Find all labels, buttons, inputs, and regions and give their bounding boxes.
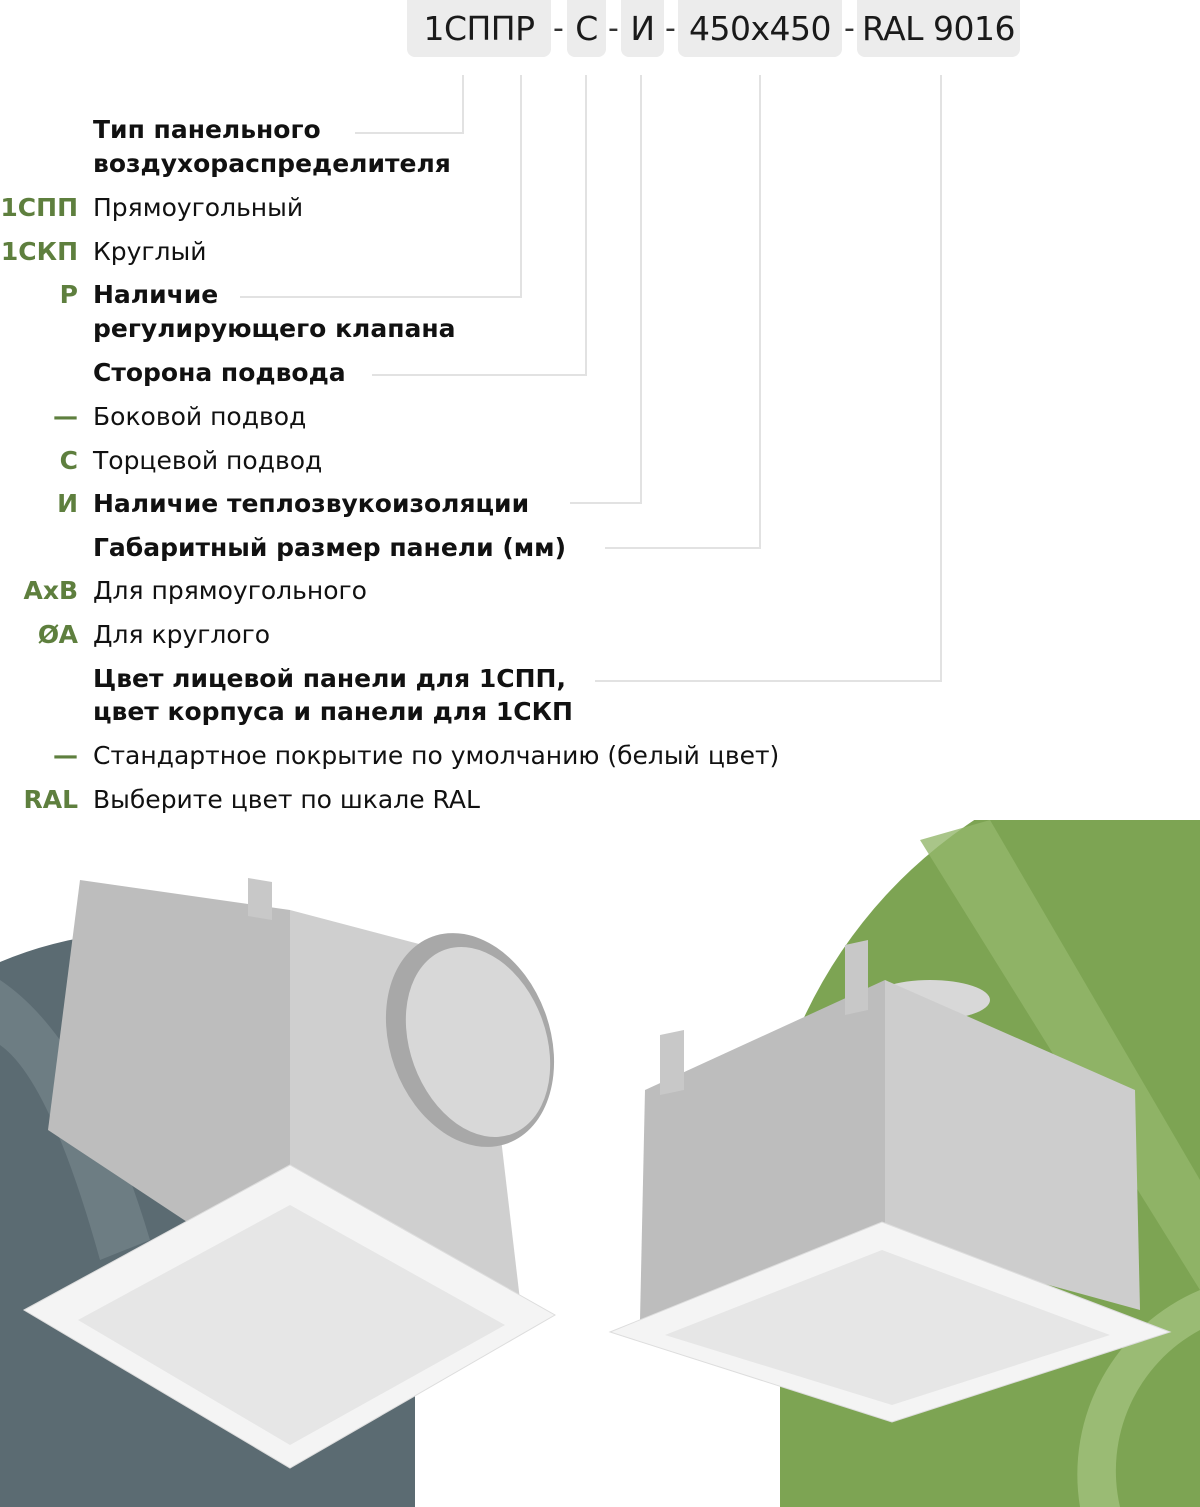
product-end-inlet bbox=[608, 940, 1172, 1423]
legend-row: RAL Выберите цвет по шкале RAL bbox=[0, 783, 1200, 817]
legend-row: — Боковой подвод bbox=[0, 400, 1200, 434]
separator: - bbox=[844, 11, 855, 46]
option-description: Боковой подвод bbox=[93, 402, 307, 431]
legend-row: С Торцевой подвод bbox=[0, 444, 1200, 478]
section-heading: Габаритный размер панели (мм) bbox=[93, 533, 567, 562]
option-code: С bbox=[59, 446, 78, 475]
legend-row: цвет корпуса и панели для 1СКП bbox=[0, 695, 1200, 729]
code-part-size: 450x450 bbox=[678, 0, 842, 57]
legend-row: регулирующего клапана bbox=[0, 312, 1200, 346]
option-code: 1СКП bbox=[0, 237, 78, 266]
separator: - bbox=[665, 11, 676, 46]
code-part-insulation: И bbox=[621, 0, 664, 57]
separator: - bbox=[553, 11, 564, 46]
legend-row: Сторона подвода bbox=[0, 356, 1200, 390]
option-description: Круглый bbox=[93, 237, 207, 266]
legend-row: 1СКП Круглый bbox=[0, 235, 1200, 269]
product-illustration bbox=[0, 820, 1200, 1507]
section-heading: регулирующего клапана bbox=[93, 314, 456, 343]
legend-row: ØA Для круглого bbox=[0, 618, 1200, 652]
legend-row: воздухораспределителя bbox=[0, 147, 1200, 181]
legend-row: И Наличие теплозвукоизоляции bbox=[0, 487, 1200, 521]
option-description: Стандартное покрытие по умолчанию (белый… bbox=[93, 741, 780, 770]
option-code: RAL bbox=[23, 785, 78, 814]
legend-row: — Стандартное покрытие по умолчанию (белы… bbox=[0, 739, 1200, 773]
section-heading: цвет корпуса и панели для 1СКП bbox=[93, 697, 573, 726]
separator: - bbox=[608, 11, 619, 46]
code-part-color: RAL 9016 bbox=[857, 0, 1020, 57]
code-part-type: 1СППР bbox=[407, 0, 551, 57]
option-code: AxB bbox=[23, 576, 78, 605]
section-heading: Наличие bbox=[93, 280, 219, 309]
legend-row: AxB Для прямоугольного bbox=[0, 574, 1200, 608]
code-part-side: С bbox=[567, 0, 606, 57]
section-heading: воздухораспределителя bbox=[93, 149, 451, 178]
option-description: Для прямоугольного bbox=[93, 576, 367, 605]
legend-row: Габаритный размер панели (мм) bbox=[0, 531, 1200, 565]
product-side-inlet bbox=[22, 878, 557, 1469]
option-description: Торцевой подвод bbox=[93, 446, 323, 475]
option-code: Р bbox=[59, 280, 78, 309]
legend-row: Р Наличие bbox=[0, 278, 1200, 312]
connector-lines bbox=[240, 75, 942, 682]
option-description: Для круглого bbox=[93, 620, 271, 649]
option-description: Выберите цвет по шкале RAL bbox=[93, 785, 480, 814]
section-heading: Тип панельного bbox=[93, 115, 321, 144]
section-heading: Цвет лицевой панели для 1СПП, bbox=[93, 664, 566, 693]
option-code: 1СПП bbox=[0, 193, 78, 222]
option-code: ØA bbox=[37, 620, 78, 649]
legend-row: Тип панельного bbox=[0, 113, 1200, 147]
legend-row: Цвет лицевой панели для 1СПП, bbox=[0, 662, 1200, 696]
option-code: — bbox=[53, 402, 78, 431]
section-heading: Наличие теплозвукоизоляции bbox=[93, 489, 530, 518]
option-description: Прямоугольный bbox=[93, 193, 304, 222]
option-code: — bbox=[53, 741, 78, 770]
option-code: И bbox=[57, 489, 78, 518]
legend-row: 1СПП Прямоугольный bbox=[0, 191, 1200, 225]
section-heading: Сторона подвода bbox=[93, 358, 346, 387]
